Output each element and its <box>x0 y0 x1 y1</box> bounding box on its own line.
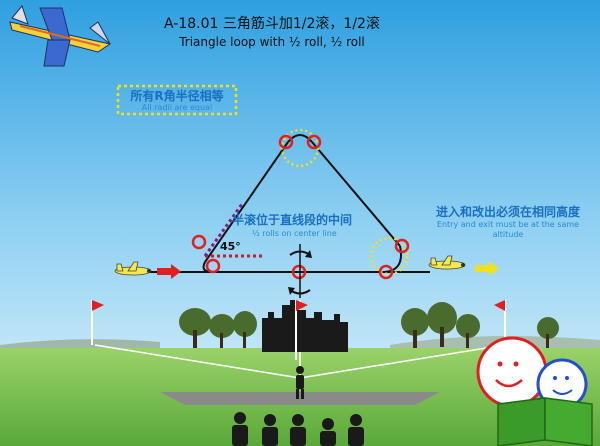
left-leg <box>204 141 289 263</box>
rotation-arrow-icon <box>288 244 312 298</box>
flight-path <box>150 134 430 273</box>
top-radius <box>287 134 313 143</box>
entry-exit-label-cn: 进入和改出必须在相同高度 <box>436 204 581 219</box>
yellow-plane-icon <box>114 261 152 276</box>
right-leg <box>311 141 401 247</box>
radii-label-en: All radii are equal <box>142 103 212 112</box>
aerobatic-plane-icon <box>9 4 112 67</box>
radii-label-cn: 所有R角半径相等 <box>130 88 223 103</box>
marker-circle <box>191 134 410 280</box>
entry-exit-label-en-1: Entry and exit must be at the same <box>437 220 579 229</box>
judges-platform <box>160 392 440 405</box>
title-cn: A-18.01 三角筋斗加1/2滚，1/2滚 <box>164 15 380 32</box>
sight-line-right <box>299 344 506 379</box>
tree-icon <box>179 302 559 348</box>
title-en: Triangle loop with ½ roll, ½ roll <box>178 35 365 49</box>
half-roll-label-en: ½ rolls on center line <box>252 229 337 238</box>
half-roll-label-cn: 半滚位于直线段的中间 <box>232 212 352 227</box>
smiley-book-logo-icon <box>476 336 593 446</box>
bottom-right-radius <box>384 245 402 273</box>
angle-indicator <box>203 203 262 258</box>
yellow-plane-icon <box>428 255 466 270</box>
pilot-silhouette-icon <box>296 366 304 399</box>
judge-silhouette-icon <box>232 412 364 446</box>
angle-label: 45° <box>220 240 241 253</box>
entry-exit-label-en-2: altitude <box>493 230 524 239</box>
red-flag-icon <box>91 300 104 345</box>
red-flag-icon <box>295 300 308 360</box>
sight-line-left <box>94 344 301 379</box>
castle-silhouette-icon <box>262 300 348 352</box>
radii-label-box <box>116 84 238 116</box>
red-arrow-icon <box>157 264 181 279</box>
yellow-arrow-icon <box>475 261 499 276</box>
hill <box>0 339 160 350</box>
